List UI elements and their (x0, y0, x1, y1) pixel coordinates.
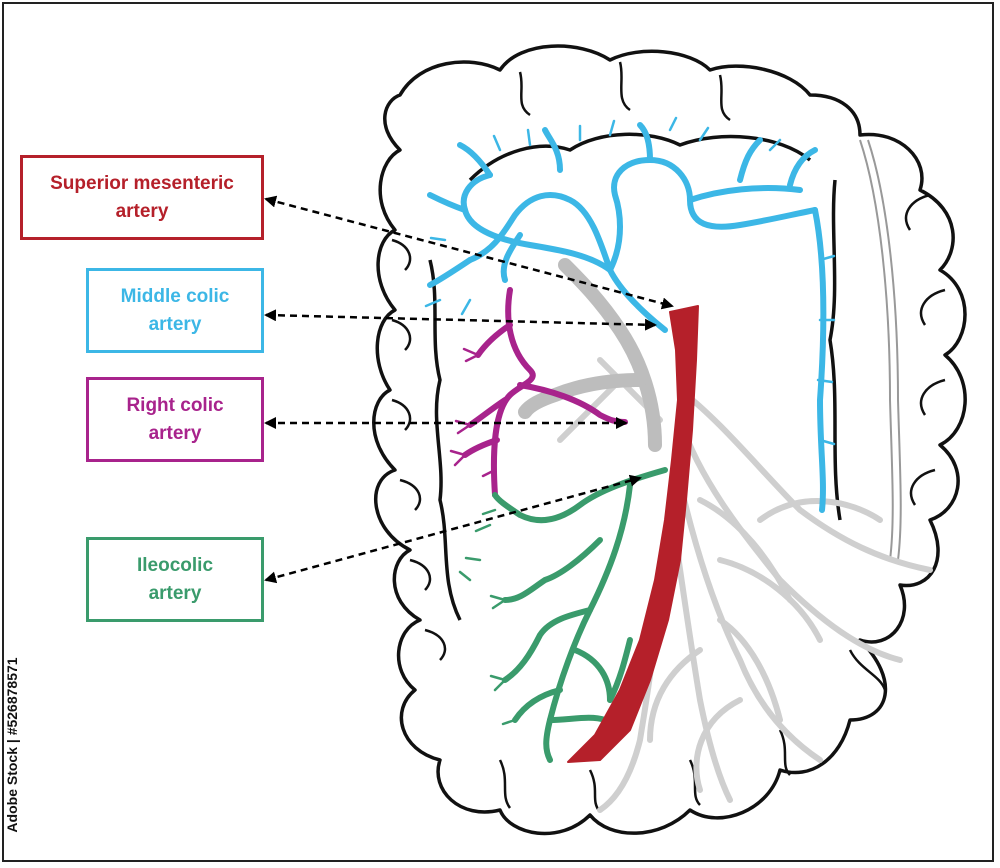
leader-arrows (264, 195, 674, 584)
ica-leader-arrow (264, 474, 642, 584)
sma-leader-arrow (264, 195, 674, 310)
taenia-coli (859, 139, 894, 561)
label-text: Right colic artery (126, 394, 224, 444)
stock-credit-watermark: Adobe Stock | #526878571 (2, 630, 22, 860)
label-text: Superior mesenteric artery (50, 172, 234, 222)
label-superior-mesenteric-artery: Superior mesenteric artery (20, 155, 264, 240)
label-text: Ileocolic artery (136, 554, 214, 604)
label-text: Middle colic artery (120, 285, 230, 335)
haustra-fold (518, 61, 946, 506)
haustra-fold (498, 649, 887, 813)
superior-mesenteric-artery (567, 305, 699, 763)
label-right-colic-artery: Right colic artery (86, 377, 264, 462)
descending-colon-inner (828, 179, 842, 521)
mca-leader-arrow (264, 309, 657, 331)
taenia-coli (867, 139, 902, 561)
credit-text: Adobe Stock | #526878571 (4, 657, 20, 833)
label-middle-colic-artery: Middle colic artery (86, 268, 264, 353)
label-ileocolic-artery: Ileocolic artery (86, 537, 264, 622)
transverse-colon-inner (468, 132, 812, 182)
